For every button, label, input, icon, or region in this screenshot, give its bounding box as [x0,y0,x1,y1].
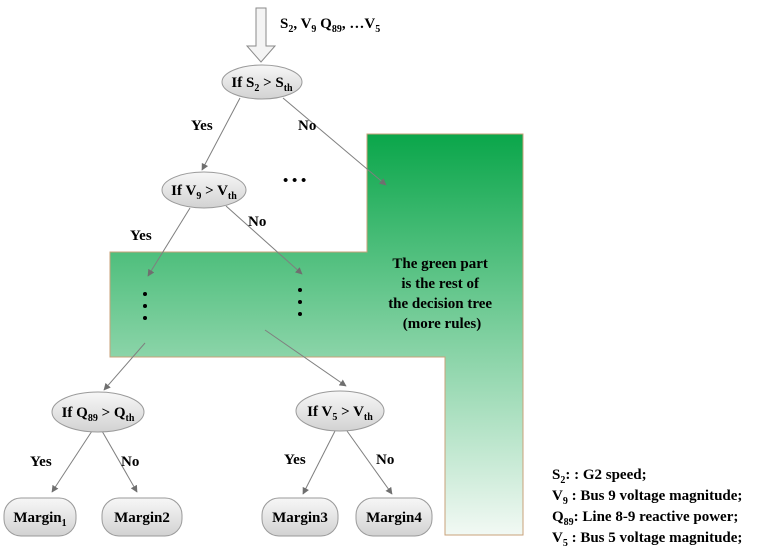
label-no-v9: No [248,214,266,230]
input-arrow [245,7,277,63]
ellipsis-vertical-left [143,292,147,320]
edge-to-v5 [264,329,347,387]
ellipsis-vertical-right [298,288,302,316]
svg-text:If V9 > Vth: If V9 > Vth [171,183,237,202]
svg-text:Margin4: Margin4 [366,510,422,526]
green-region-caption: The green part is the rest of the decisi… [388,256,496,332]
legend-item-q89: Q89: Line 8-9 reactive power; [552,509,738,528]
node-root: If S2 > Sth [221,64,303,100]
label-yes-v5: Yes [284,452,306,468]
label-yes-v9: Yes [130,228,152,244]
legend-item-v5: V5 : Bus 5 voltage magnitude; [552,530,742,548]
edge-q89-yes [51,430,93,493]
node-v9: If V9 > Vth [161,171,247,209]
edge-to-q89 [103,342,146,391]
label-no-v5: No [376,452,394,468]
label-yes-root: Yes [191,118,213,134]
green-region [109,133,524,536]
legend-item-v9: V9 : Bus 9 voltage magnitude; [552,488,742,507]
edge-q89-no [101,430,138,493]
svg-text:If S2 > Sth: If S2 > Sth [231,75,293,94]
svg-text:If Q89 > Qth: If Q89 > Qth [62,405,135,424]
svg-text:If V5 > Vth: If V5 > Vth [307,404,373,423]
node-q89: If Q89 > Qth [51,391,145,433]
svg-text:Margin3: Margin3 [272,510,328,526]
label-no-root: No [298,118,316,134]
svg-text:Margin2: Margin2 [114,510,170,526]
node-v5: If V5 > Vth [295,390,385,432]
leaf-margin1: Margin1 [3,497,77,537]
edge-root-no [282,97,387,186]
edges [51,97,393,495]
leaf-margin2: Margin2 [101,497,183,537]
edge-v9-yes [147,207,191,277]
label-yes-q89: Yes [30,454,52,470]
label-no-q89: No [121,454,139,470]
svg-text:Margin1: Margin1 [13,510,66,529]
edge-root-yes [201,97,241,171]
ellipsis-horizontal: • • • [283,173,306,189]
leaf-margin3: Margin3 [261,497,339,537]
edge-v9-no [225,205,303,275]
edge-v5-no [346,430,393,495]
edge-v5-yes [302,430,336,495]
leaf-margin4: Margin4 [355,497,433,537]
legend: S2: : G2 speed; V9 : Bus 9 voltage magni… [552,467,742,548]
input-variables: S2, V9 Q89, …V5 [280,16,380,35]
legend-item-s2: S2: : G2 speed; [552,467,647,486]
